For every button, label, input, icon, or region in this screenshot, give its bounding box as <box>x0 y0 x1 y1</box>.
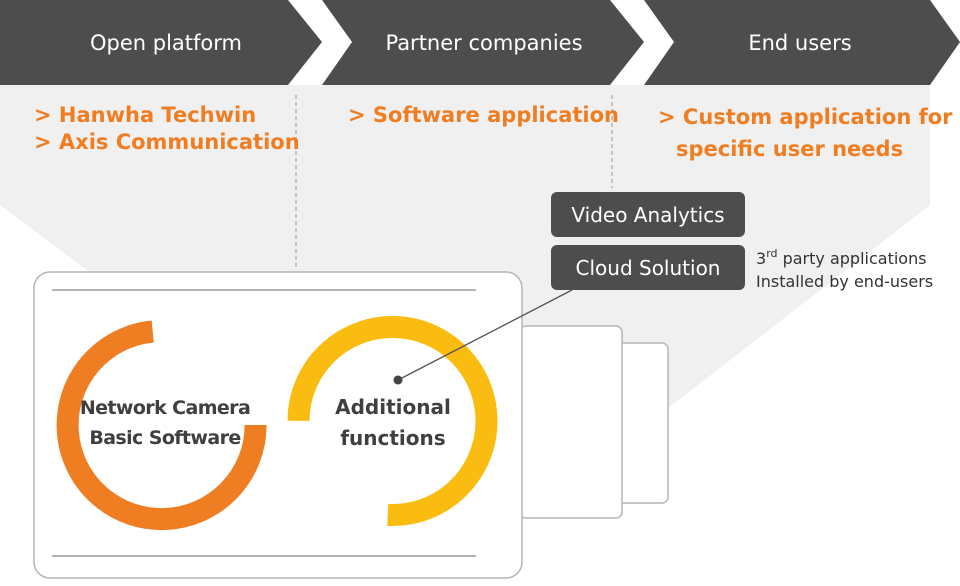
basic-software-label: Network Camera <box>80 397 250 419</box>
camera-lens-inner <box>519 325 623 519</box>
camera-body <box>33 271 523 579</box>
end-users-item: specific user needs <box>676 137 903 161</box>
additional-functions-label: Additional <box>335 395 451 419</box>
additional-functions-label: functions <box>340 426 445 450</box>
third-party-note-line1: 3rd party applications <box>756 247 927 268</box>
additional-functions-ring <box>287 316 498 526</box>
chevron-partner-companies <box>322 0 644 85</box>
chevron-label-end-users: End users <box>748 31 851 55</box>
open-platform-item: > Hanwha Techwin <box>34 103 256 127</box>
cloud-solution-label: Cloud Solution <box>576 256 721 280</box>
video-analytics-label: Video Analytics <box>571 203 724 227</box>
partner-item: > Software application <box>348 103 619 127</box>
basic-software-label: Basic Software <box>89 427 240 449</box>
chevron-open-platform <box>0 0 322 85</box>
open-platform-item: > Axis Communication <box>34 130 300 154</box>
cloud-solution-box <box>551 245 745 290</box>
video-analytics-box <box>551 192 745 237</box>
chevron-label-partner-companies: Partner companies <box>385 31 582 55</box>
connector-dot <box>393 375 403 385</box>
chevron-end-users <box>644 0 960 85</box>
third-party-note-line2: Installed by end-users <box>756 272 933 291</box>
connector-line <box>397 289 573 381</box>
basic-software-ring <box>56 320 267 531</box>
end-users-item: > Custom application for <box>658 105 953 129</box>
chevron-label-open-platform: Open platform <box>90 31 242 55</box>
